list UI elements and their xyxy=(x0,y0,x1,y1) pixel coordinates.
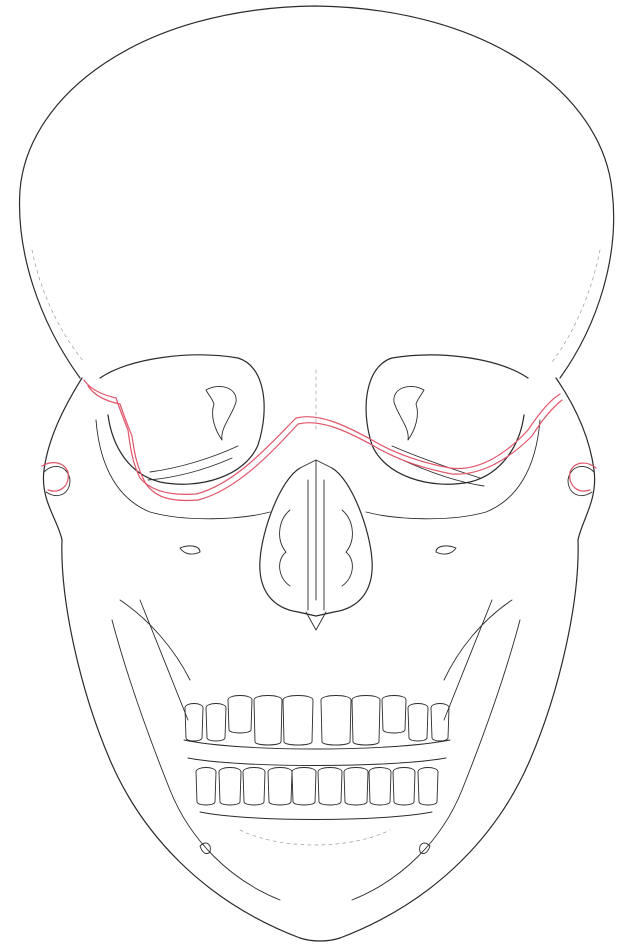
left-zygomatic-fracture xyxy=(42,463,68,491)
lateral-face xyxy=(43,378,594,941)
lower-tooth xyxy=(369,768,391,806)
right-orbit-rim xyxy=(366,355,528,484)
right-lateral-profile xyxy=(340,378,595,938)
lower-tooth xyxy=(344,768,368,806)
bite-line xyxy=(188,758,446,766)
right-maxilla-contour xyxy=(444,600,512,680)
lower-tooth xyxy=(243,768,265,806)
lower-tooth xyxy=(393,768,415,806)
upper-gum-line xyxy=(184,740,450,749)
le-fort-fracture-parallel xyxy=(88,386,562,500)
lower-teeth xyxy=(184,740,450,820)
left-nasal-concha xyxy=(280,510,290,586)
upper-teeth xyxy=(185,696,449,746)
left-mandible-ramus xyxy=(112,620,280,900)
upper-tooth xyxy=(254,696,282,746)
le-fort-fracture-main xyxy=(84,380,560,494)
left-coronoid-line xyxy=(140,600,188,720)
temporal-line-right xyxy=(552,250,600,362)
cranial-vault-outline xyxy=(20,6,614,378)
right-mental-foramen xyxy=(420,843,430,853)
orbits xyxy=(100,355,528,486)
left-maxilla-contour xyxy=(120,600,190,680)
left-mental-foramen xyxy=(200,843,210,853)
left-superior-orbital-fissure xyxy=(206,386,236,440)
lower-tooth xyxy=(219,768,241,806)
upper-tooth xyxy=(206,704,226,742)
left-cheekbone xyxy=(96,420,270,519)
right-superior-orbital-fissure xyxy=(394,386,424,440)
lower-gum-line xyxy=(200,812,432,820)
upper-tooth xyxy=(283,696,313,746)
chin-contour xyxy=(240,830,390,845)
lower-tooth xyxy=(268,768,292,806)
nasal-aperture xyxy=(260,460,372,630)
right-zygomatic-fracture xyxy=(570,463,596,491)
left-inferior-orbital-fissure xyxy=(148,446,238,480)
upper-tooth xyxy=(321,696,351,746)
upper-tooth xyxy=(352,696,380,746)
cranium xyxy=(20,6,614,430)
right-infraorbital-foramen xyxy=(436,546,456,554)
right-nasal-concha xyxy=(342,510,352,586)
upper-tooth xyxy=(228,696,252,734)
upper-tooth xyxy=(185,704,203,742)
upper-tooth xyxy=(382,696,406,734)
lower-tooth xyxy=(418,768,438,806)
right-coronoid-line xyxy=(444,600,492,720)
upper-tooth xyxy=(431,704,449,742)
lower-tooth xyxy=(196,768,216,806)
fracture-line xyxy=(42,380,596,500)
lower-tooth xyxy=(292,768,316,806)
left-orbit-rim xyxy=(100,355,264,484)
upper-tooth xyxy=(408,704,428,742)
left-infraorbital-foramen xyxy=(180,546,200,554)
lower-tooth xyxy=(318,768,342,806)
jaw-base-line xyxy=(300,938,340,941)
nasal-bones xyxy=(300,460,332,600)
